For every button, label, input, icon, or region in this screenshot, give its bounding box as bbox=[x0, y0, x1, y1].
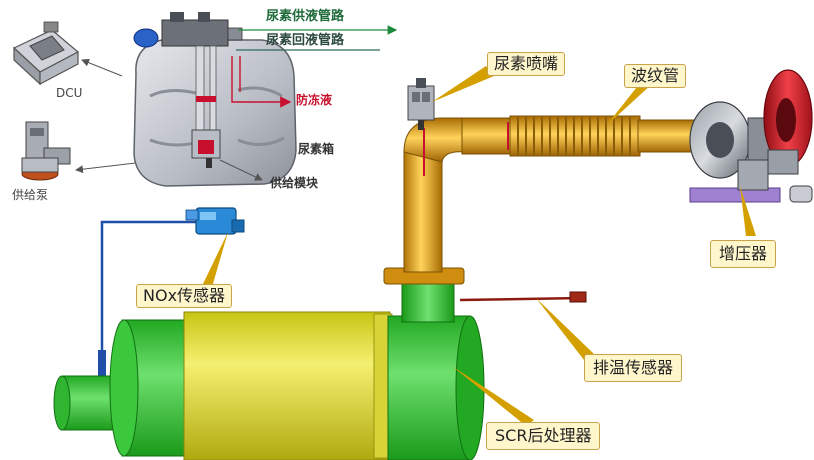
turbo-callout-pointer bbox=[740, 186, 756, 236]
urea-nozzle-label: 尿素喷嘴 bbox=[487, 52, 566, 76]
bellows-callout-pointer bbox=[606, 78, 652, 126]
supply-module-arrow bbox=[219, 159, 263, 181]
exhaust-temp-sensor-illustration bbox=[459, 291, 587, 303]
bellows-illustration bbox=[509, 115, 695, 157]
bellows-label: 波纹管 bbox=[624, 64, 687, 88]
supply-pump-icon bbox=[21, 121, 71, 181]
antifreeze-loop-arrow bbox=[231, 56, 292, 108]
turbocharger-illustration bbox=[689, 69, 813, 203]
urea-nozzle-illustration bbox=[407, 78, 435, 130]
nox-probe bbox=[98, 350, 106, 384]
scr-catalyst-illustration bbox=[53, 269, 485, 460]
dcu-arrow bbox=[81, 58, 123, 77]
exhaust-pipe-illustration bbox=[383, 117, 513, 285]
urea-tank-label: 尿素箱 bbox=[298, 142, 335, 156]
dcu-label: DCU bbox=[56, 86, 83, 100]
temp-sensor-callout-pointer bbox=[536, 298, 594, 360]
antifreeze-label: 防冻液 bbox=[296, 93, 333, 107]
scr-aftertreatment-label: SCR后处理器 bbox=[486, 422, 601, 450]
dcu-unit-icon bbox=[12, 21, 80, 86]
nox-sensor-wire bbox=[100, 220, 196, 384]
urea-return-line-label: 尿素回液管路 bbox=[266, 33, 345, 48]
nox-sensor-label: NOx传感器 bbox=[136, 284, 233, 308]
urea-tank-illustration bbox=[133, 12, 297, 187]
nox-sensor-module-icon bbox=[185, 207, 245, 235]
nozzle-callout-pointer bbox=[432, 66, 494, 102]
exhaust-temp-sensor-label: 排温传感器 bbox=[584, 354, 683, 382]
supply-module-label: 供给模块 bbox=[270, 176, 319, 190]
turbocharger-label: 增压器 bbox=[710, 240, 777, 268]
nox-callout-pointer bbox=[202, 232, 228, 294]
urea-supply-line-label: 尿素供液管路 bbox=[266, 9, 345, 24]
scr-callout-pointer bbox=[452, 366, 534, 426]
supply-pump-label: 供给泵 bbox=[12, 188, 49, 202]
